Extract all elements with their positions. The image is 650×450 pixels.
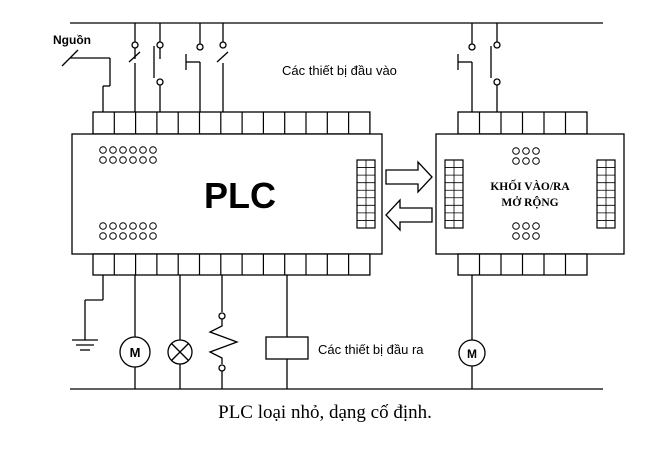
status-led bbox=[512, 222, 520, 230]
status-led bbox=[532, 157, 540, 165]
expansion-label-line2: MỞ RỘNG bbox=[501, 195, 558, 209]
motor-left: M bbox=[119, 336, 151, 368]
status-led bbox=[532, 147, 540, 155]
plc-status-leds-top bbox=[99, 146, 157, 164]
output-devices-label: Các thiết bị đầu ra bbox=[318, 342, 424, 357]
motor-right-icon bbox=[458, 339, 486, 367]
status-led bbox=[99, 156, 107, 164]
power-rails bbox=[70, 22, 603, 390]
lamp bbox=[167, 339, 193, 365]
status-led bbox=[512, 232, 520, 240]
status-led bbox=[129, 156, 137, 164]
status-led bbox=[139, 232, 147, 240]
expansion-module: KHỐI VÀO/RA MỞ RỘNG bbox=[435, 111, 625, 276]
status-led bbox=[109, 156, 117, 164]
expansion-status-leds-bottom bbox=[512, 222, 540, 240]
status-led bbox=[149, 232, 157, 240]
plc-unit: PLC bbox=[71, 111, 383, 276]
arrow-to-plc bbox=[385, 198, 433, 232]
status-led bbox=[99, 146, 107, 154]
status-led bbox=[522, 147, 530, 155]
status-led bbox=[109, 222, 117, 230]
status-led bbox=[522, 222, 530, 230]
expansion-status-leds-top bbox=[512, 147, 540, 165]
status-led bbox=[99, 222, 107, 230]
terminal-strip bbox=[92, 253, 371, 276]
motor-right: M bbox=[458, 339, 486, 367]
plc-input-devices bbox=[128, 23, 229, 112]
status-led bbox=[139, 222, 147, 230]
power-label: Nguồn bbox=[53, 33, 91, 47]
status-led bbox=[119, 146, 127, 154]
expansion-label-line1: KHỐI VÀO/RA bbox=[490, 178, 570, 193]
expansion-connector-right bbox=[596, 159, 616, 229]
motor-left-label: M bbox=[130, 345, 141, 360]
figure-caption: PLC loại nhỏ, dạng cố định. bbox=[218, 402, 432, 423]
status-led bbox=[532, 222, 540, 230]
expansion-connector-left bbox=[444, 159, 464, 229]
terminal-strip bbox=[92, 111, 371, 135]
plc-bottom-terminals bbox=[92, 253, 371, 276]
status-led bbox=[532, 232, 540, 240]
status-led bbox=[129, 222, 137, 230]
status-led bbox=[109, 232, 117, 240]
status-led bbox=[522, 232, 530, 240]
motor-left-icon bbox=[119, 336, 151, 368]
plc-status-leds-bottom bbox=[99, 222, 157, 240]
power-source bbox=[61, 49, 111, 112]
expansion-input-devices bbox=[457, 23, 501, 112]
status-led bbox=[119, 156, 127, 164]
status-led bbox=[512, 157, 520, 165]
communication-arrows bbox=[385, 160, 433, 232]
status-led bbox=[129, 232, 137, 240]
status-led bbox=[139, 146, 147, 154]
motor-right-label: M bbox=[467, 347, 477, 361]
expansion-body bbox=[435, 133, 625, 255]
plc-output-wiring bbox=[72, 275, 473, 389]
expansion-top-terminals bbox=[457, 111, 588, 135]
status-led bbox=[512, 147, 520, 155]
status-led bbox=[129, 146, 137, 154]
status-led bbox=[149, 146, 157, 154]
status-led bbox=[149, 222, 157, 230]
status-led bbox=[99, 232, 107, 240]
status-led bbox=[119, 222, 127, 230]
plc-top-terminals bbox=[92, 111, 371, 135]
status-led bbox=[109, 146, 117, 154]
relay-coil-icon bbox=[265, 336, 309, 360]
status-led bbox=[522, 157, 530, 165]
plc-wiring-diagram: Nguồn C bbox=[53, 22, 625, 390]
status-led bbox=[149, 156, 157, 164]
input-devices-label: Các thiết bị đầu vào bbox=[282, 63, 397, 78]
arrow-to-expansion bbox=[385, 160, 433, 194]
plc-expansion-connector bbox=[356, 159, 376, 229]
expansion-bottom-terminals bbox=[457, 253, 588, 276]
status-led bbox=[139, 156, 147, 164]
plc-title: PLC bbox=[204, 175, 276, 216]
status-led bbox=[119, 232, 127, 240]
